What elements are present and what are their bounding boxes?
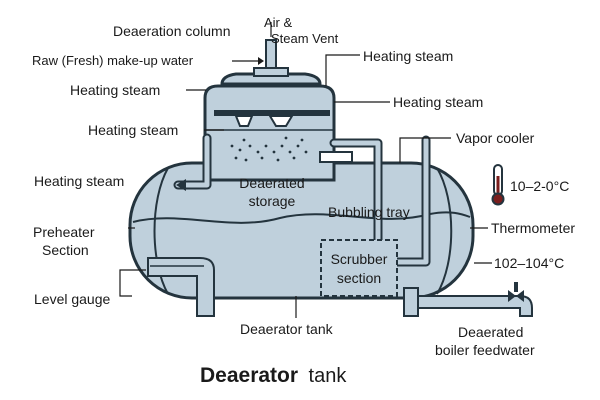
label-deaerator-tank: Deaerator tank [240,321,334,337]
title-normal: tank [309,365,348,387]
label-deaerated-feedwater-1: Deaerated [458,324,523,340]
label-vapor-cooler: Vapor cooler [456,130,535,146]
label-heating-steam-left-low: Heating steam [34,173,124,189]
title-bold: Deaerator [200,364,298,387]
diagram-labels: Deaeration column Air & Steam Vent Raw (… [32,15,575,358]
label-deaerated-storage-1: Deaerated [239,175,304,191]
label-air-steam-vent-1: Air & [264,15,293,30]
heating-steam-pipe-left [173,133,212,190]
label-heating-steam-right-mid: Heating steam [393,94,483,110]
water-surface-line [132,211,471,224]
leader-lines [119,22,492,318]
label-bubbling-tray: Bubbling tray [328,204,410,220]
label-level-gauge: Level gauge [34,291,111,307]
label-preheater-section-2: Section [42,242,89,258]
thermometer-icon [491,164,505,206]
diagram-title: Deaerator tank [200,364,347,387]
label-raw-makeup-water: Raw (Fresh) make-up water [32,53,194,68]
heating-steam-arrow [176,179,186,191]
label-heating-steam-left-mid: Heating steam [88,122,178,138]
spray-nozzles [230,115,308,162]
valve-icon [508,282,524,302]
level-gauge-pipe [147,257,215,317]
label-deaeration-column: Deaeration column [113,23,231,39]
label-temp-top: 10–2-0°C [510,178,569,194]
label-temp-bottom: 102–104°C [494,255,564,271]
label-thermometer: Thermometer [491,220,575,236]
label-deaerated-feedwater-2: boiler feedwater [435,342,535,358]
label-deaerated-storage-2: storage [249,193,296,209]
scrubber-label-line1: Scrubber [331,251,388,267]
tray-plate [319,151,353,163]
scrubber-section: Scrubber section [320,239,398,297]
deaeration-column [203,39,336,182]
label-air-steam-vent-2: Steam Vent [271,31,339,46]
label-heating-steam-left-top: Heating steam [70,82,160,98]
label-heating-steam-top-right: Heating steam [363,48,453,64]
label-preheater-section-1: Preheater [33,224,95,240]
scrubber-label-line2: section [337,270,381,286]
